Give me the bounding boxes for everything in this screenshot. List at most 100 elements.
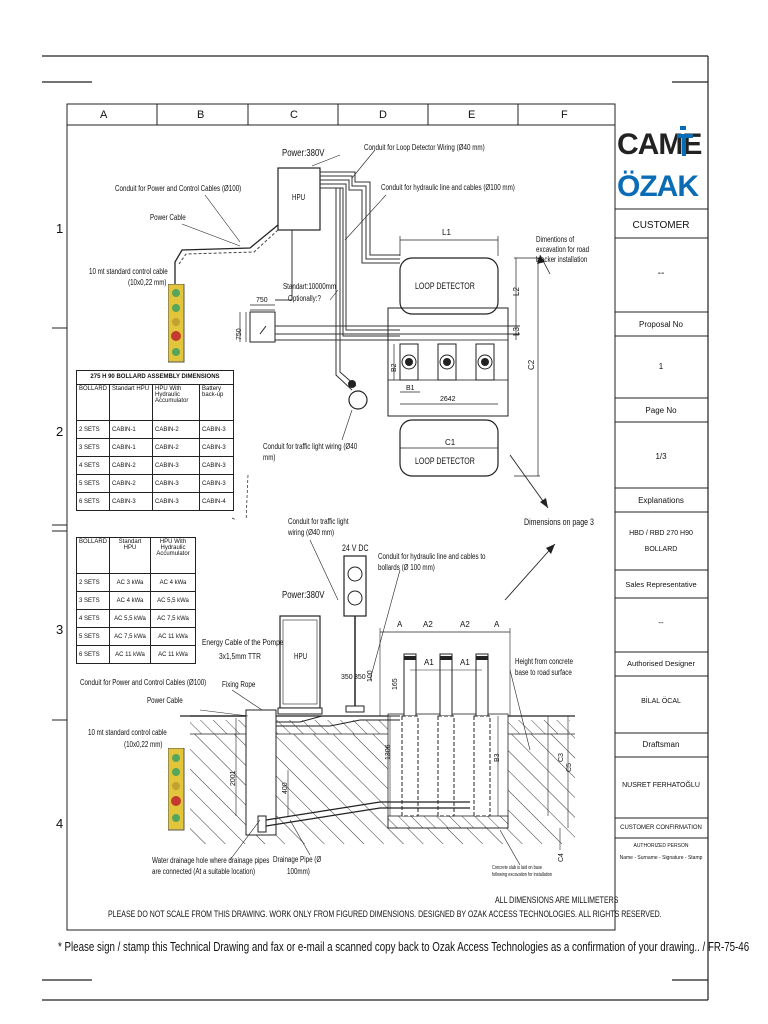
power-label-section: Power:380V [282,590,325,601]
table1-grid: BOLLARD Standart HPU HPU With Hydraulic … [75,384,234,511]
table-cell: CABIN-2 [152,438,201,457]
signature-label: Name - Surname - Signature - Stamp [619,855,703,861]
table-cell: CABIN-3 [199,456,234,475]
dim-b1: B1 [406,385,415,392]
dim-c2: C2 [527,359,536,370]
table-cell: CABIN-3 [199,438,234,457]
table-cell: CABIN-3 [109,492,154,511]
dim-1306: 1306 [385,744,392,760]
energy-cable-label-2: 3x1,5mm TTR [219,651,261,661]
table-cell: CABIN-1 [109,438,154,457]
grid-col-f: F [561,109,568,121]
loop-wiring-label: Conduit for Loop Detector Wiring (Ø40 mm… [364,143,485,152]
traffic-light-label-2: mm) [263,453,276,462]
table1-title: 275 H 90 BOLLARD ASSEMBLY DIMENSIONS [76,370,234,384]
grid-row-4: 4 [56,816,64,831]
height-label-2: base to road surface [515,668,572,677]
grid-col-c: C [290,109,298,121]
dim-c5: C5 [566,763,573,772]
height-label-1: Height from concrete [515,657,573,666]
grid-row-3: 3 [56,622,64,637]
dim-350: 350 [341,674,353,681]
concrete-label-2: following excavation for installation [492,872,553,878]
grid-col-e: E [468,109,476,121]
control-panel-bottom [168,748,185,831]
explanations-value-2: BOLLARD [644,546,678,553]
dim-l1: L1 [442,228,451,237]
dim-165: 165 [392,678,399,690]
sales-value: -- [658,618,664,627]
designer-label: Authorised Designer [627,659,695,668]
power-label-top: Power:380V [282,148,325,159]
table-cell: 2 SETS [75,420,111,439]
table2-grid: BOLLARD Standart HPU HPU With Hydraulic … [75,537,196,664]
drainage-pipe-label-1: Drainage Pipe (Ø [273,855,322,864]
standart-label-1: Standart:10000mm [283,282,337,291]
loop-detector-label-1: LOOP DETECTOR [415,281,475,291]
table-cell: AC 11 kWa [150,645,196,664]
table1-header-1: Standart HPU [109,384,154,421]
table-cell: CABIN-2 [109,456,154,475]
traffic-wiring-label-1: Conduit for traffic light [288,517,349,526]
dim-l2: L2 [512,287,521,296]
sales-label: Sales Representative [625,580,697,589]
dim-350b: 350 [354,674,366,681]
draftsman-value: NUSRET FERHATOĞLU [622,782,700,789]
table-cell: 6 SETS [75,645,111,664]
drainage-pipe-label-2: 100mm) [287,867,310,876]
table-cell: AC 7,5 kWa [109,627,152,646]
dim-a-right: A [494,620,500,629]
confirmation-note: * Please sign / stamp this Technical Dra… [58,940,750,954]
dim-750-v: 750 [236,328,243,340]
grid-col-b: B [197,109,205,121]
table1-header-3: Battery back-up [199,384,234,421]
designer-value: BİLAL ÖCAL [641,698,681,705]
dim-a1-right: A1 [460,658,470,667]
table1-header-0: BOLLARD [75,384,111,421]
power-control-label-section: Conduit for Power and Control Cables (Ø1… [80,678,207,687]
excavation-label-3: blocker installation [536,255,588,264]
control-cable-label-top-1: 10 mt standard control cable [89,267,168,276]
excavation-label-1: Dimentions of [536,235,575,244]
authorized-label: AUTHORIZED PERSON [633,843,689,849]
standart-label-2: Optionally:? [288,294,321,303]
grid-row-2: 2 [56,424,64,439]
page-label: Page No [645,406,677,415]
dim-400: 400 [282,782,289,794]
dim-750-h: 750 [256,297,268,304]
plan-view-drawing [174,149,551,520]
drainage-hole-label-2: are connected (At a suitable location) [152,867,256,876]
dim-c3: C3 [558,753,565,762]
control-cable-label-section-1: 10 mt standard control cable [88,728,167,737]
voltage-label: 24 V DC [342,543,369,553]
dim-b3: B3 [494,753,501,762]
power-cable-label-top: Power Cable [150,213,186,222]
table-cell: AC 5,5 kWa [150,591,196,610]
customer-value: -- [657,268,665,279]
control-panel-top [168,284,185,363]
control-cable-label-top-2: (10x0,22 mm) [128,278,167,287]
proposal-label: Proposal No [638,320,684,329]
dim-a-left: A [397,620,403,629]
confirmation-label: CUSTOMER CONFIRMATION [620,825,702,831]
all-dimensions-note: ALL DIMENSIONS ARE MILLIMETERS [495,895,619,905]
dim-2001: 2001 [230,770,237,786]
table-cell: CABIN-3 [199,474,234,493]
explanations-value-1: HBD / RBD 270 H90 [629,530,693,537]
table-cell: CABIN-2 [152,420,201,439]
dim-100: 100 [367,670,374,682]
grid-col-a: A [100,109,108,121]
table-cell: 3 SETS [75,438,111,457]
table2-header-1: Standart HPU [109,537,152,574]
power-control-label-top: Conduit for Power and Control Cables (Ø1… [115,184,242,193]
table-cell: 5 SETS [75,474,111,493]
table2-header-2: HPU With Hydraulic Accumulator [150,537,196,574]
energy-cable-label-1: Energy Cable of the Pompe [202,637,284,647]
